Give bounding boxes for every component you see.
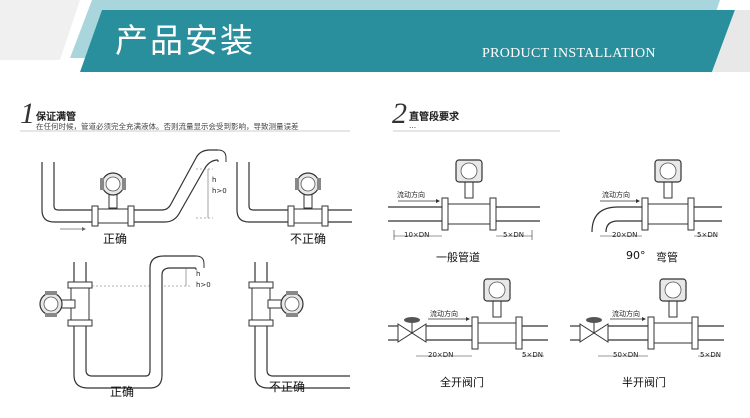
page-title: 产品安装	[115, 21, 255, 60]
diagram-full-valve	[388, 278, 548, 357]
label-h-gt0-bottom: h>0	[196, 281, 211, 289]
diagram-correct-top	[41, 149, 227, 231]
label-full-valve: 全开阀门	[440, 376, 484, 389]
label-h-bottom: h	[196, 270, 201, 278]
diagram-incorrect-top	[236, 162, 352, 227]
diagram-correct-bottom	[39, 255, 205, 389]
header-banner: 产品安装 PRODUCT INSTALLATION	[0, 0, 750, 78]
banner-shapes	[0, 0, 750, 72]
label-general-pipe: 一般管道	[436, 251, 480, 264]
half-valve-downstream: 5×DN	[700, 351, 721, 359]
label-correct-bottom: 正确	[110, 385, 135, 399]
section2-title: 直管段要求	[409, 112, 459, 123]
general-upstream: 10×DN	[404, 231, 430, 239]
label-h-gt0-top: h>0	[212, 187, 227, 195]
half-valve-upstream: 50×DN	[613, 351, 639, 359]
label-correct-top: 正确	[103, 232, 128, 246]
label-h-top: h	[212, 176, 217, 184]
label-incorrect-top: 不正确	[290, 232, 327, 246]
elbow-downstream: 5×DN	[697, 231, 718, 239]
flow-direction-4: 流动方向	[612, 310, 640, 318]
label-elbow-deg: 90°	[626, 249, 646, 262]
elbow-upstream: 20×DN	[612, 231, 638, 239]
section1-description: 在任何时候，管道必须完全充满液体。否则流量显示会受到影响，导致测量误差	[36, 122, 299, 131]
full-valve-upstream: 20×DN	[428, 351, 454, 359]
diagram-half-valve	[570, 278, 724, 357]
section2-number: 2	[392, 97, 407, 130]
full-valve-downstream: 5×DN	[522, 351, 543, 359]
section1-title: 保证满管	[36, 112, 76, 123]
label-half-valve: 半开阀门	[622, 376, 666, 389]
section2-sub: ...	[409, 121, 417, 130]
general-downstream: 5×DN	[503, 231, 524, 239]
label-incorrect-bottom: 不正确	[269, 380, 306, 394]
diagram-elbow	[591, 159, 722, 237]
section1-number: 1	[20, 97, 35, 130]
flow-direction-1: 流动方向	[397, 191, 425, 199]
flow-direction-2: 流动方向	[602, 191, 630, 199]
diagram-general-pipe	[388, 159, 540, 240]
page-subtitle: PRODUCT INSTALLATION	[482, 46, 656, 61]
label-elbow: 弯管	[656, 251, 678, 264]
flow-direction-3: 流动方向	[430, 310, 458, 318]
diagram-incorrect-bottom	[248, 262, 350, 389]
